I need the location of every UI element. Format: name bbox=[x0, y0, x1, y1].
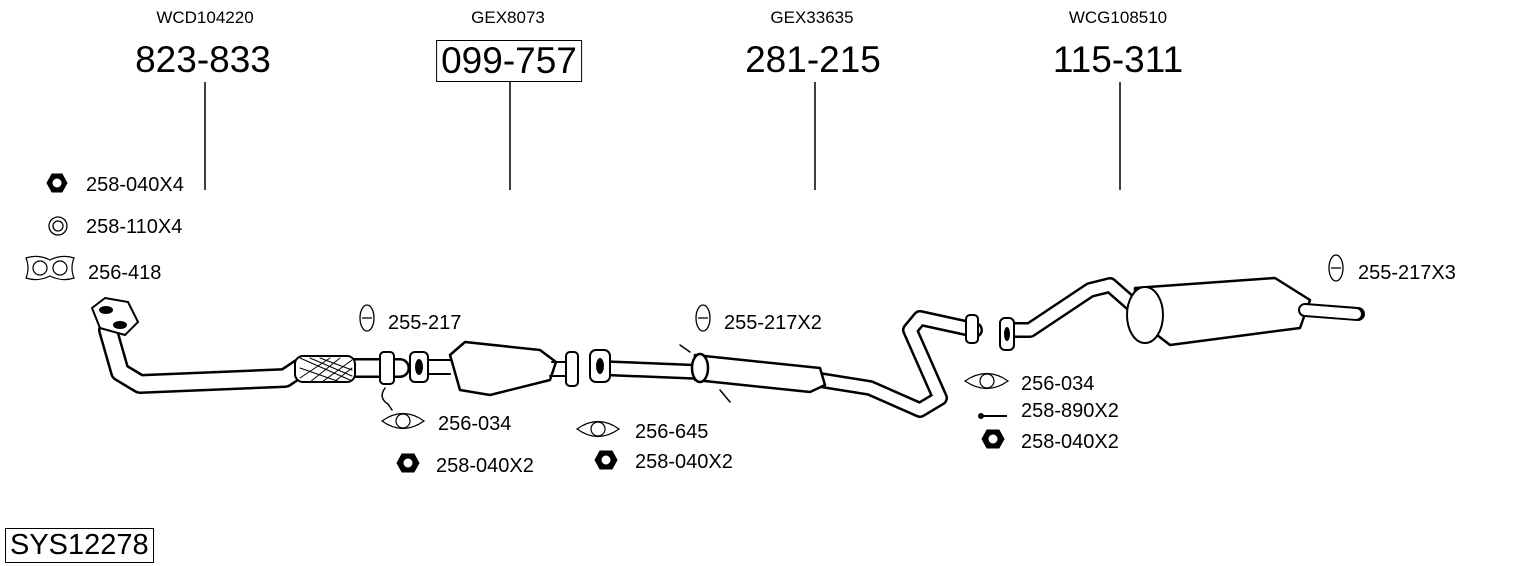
oem-code-2: GEX8073 bbox=[471, 8, 545, 27]
nut-icon bbox=[46, 173, 68, 193]
gasket-icon bbox=[380, 412, 426, 430]
accessory-label[interactable]: 258-110X4 bbox=[86, 216, 183, 238]
nut-icon bbox=[981, 429, 1005, 449]
accessory-label[interactable]: 255-217X2 bbox=[724, 312, 822, 334]
system-id-badge: SYS12278 bbox=[5, 528, 154, 563]
part-number-middle-silencer[interactable]: 281-215 bbox=[745, 39, 881, 80]
accessory-label[interactable]: 258-890X2 bbox=[1021, 400, 1119, 422]
rubber-hanger-icon bbox=[359, 304, 375, 332]
gasket-icon bbox=[963, 372, 1010, 390]
nut-icon bbox=[594, 450, 618, 470]
rubber-hanger-icon bbox=[695, 304, 711, 332]
part-number-rear-silencer[interactable]: 115-311 bbox=[1052, 39, 1184, 80]
accessory-label[interactable]: 255-217 bbox=[388, 312, 462, 334]
middle-pipe-silencer bbox=[589, 310, 983, 418]
accessory-label[interactable]: 258-040X4 bbox=[86, 174, 184, 196]
catalytic-converter bbox=[409, 340, 579, 397]
nut-icon bbox=[396, 453, 420, 473]
accessory-label[interactable]: 258-040X2 bbox=[436, 455, 534, 477]
accessory-label[interactable]: 256-034 bbox=[1021, 373, 1095, 395]
oem-code-4: WCG108510 bbox=[1068, 8, 1168, 27]
part-number-front-pipe[interactable]: 823-833 bbox=[135, 39, 271, 80]
accessory-label[interactable]: 256-418 bbox=[88, 262, 162, 284]
rubber-hanger-icon bbox=[1328, 254, 1344, 282]
front-pipe bbox=[91, 297, 410, 411]
gasket-icon bbox=[575, 420, 621, 438]
bolt-icon bbox=[978, 413, 1007, 419]
accessory-label[interactable]: 256-645 bbox=[635, 421, 709, 443]
double-gasket-icon bbox=[25, 255, 75, 281]
oem-code-3: GEX33635 bbox=[770, 8, 854, 27]
accessory-label[interactable]: 256-034 bbox=[438, 413, 512, 435]
accessory-label[interactable]: 258-040X2 bbox=[635, 451, 733, 473]
rear-silencer bbox=[999, 276, 1365, 351]
washer-icon bbox=[48, 216, 68, 236]
accessory-label[interactable]: 258-040X2 bbox=[1021, 431, 1119, 453]
oem-code-1: WCD104220 bbox=[156, 8, 254, 27]
accessory-label[interactable]: 255-217X3 bbox=[1358, 262, 1456, 284]
part-number-catalyst[interactable]: 099-757 bbox=[436, 40, 582, 82]
